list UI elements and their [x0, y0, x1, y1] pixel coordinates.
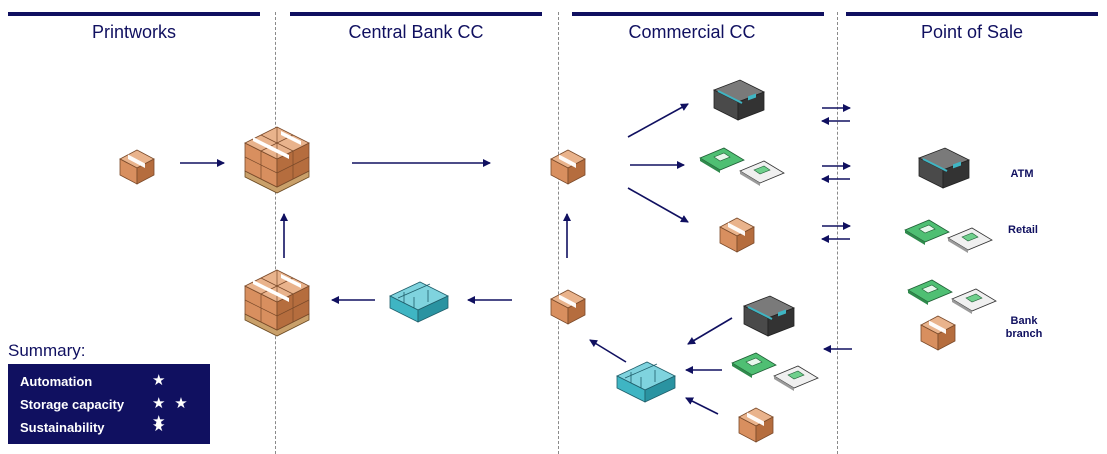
- cash-bag-icon: [773, 365, 819, 392]
- column-title-commercial: Commercial CC: [628, 22, 756, 42]
- crate-icon: [616, 361, 676, 403]
- summary-box: Automation ★ Storage capacity ★ ★ ★ Sust…: [8, 364, 210, 444]
- flow-arrow: [589, 339, 627, 363]
- cash-bag-icon: [731, 352, 777, 379]
- atm-icon: [918, 147, 970, 189]
- atm-icon: [713, 79, 765, 121]
- summary-title: Summary:: [8, 341, 86, 360]
- column-bar-commercial: [572, 12, 824, 16]
- divider-2: [558, 12, 559, 454]
- flow-arrow: [685, 397, 719, 415]
- star-rating: ★: [152, 371, 168, 389]
- cardboard-box-icon: [920, 315, 956, 351]
- cardboard-box-icon: [719, 217, 755, 253]
- cardboard-box-icon: [550, 289, 586, 325]
- pallet-icon: [244, 269, 310, 337]
- pos-label-bank-branch: Bank branch: [1005, 315, 1043, 340]
- flow-arrow: [627, 103, 689, 138]
- cash-bag-icon: [699, 147, 745, 174]
- column-title-point-of-sale: Point of Sale: [920, 22, 1024, 42]
- cash-bag-icon: [739, 160, 785, 187]
- cash-bag-icon: [951, 288, 997, 315]
- atm-icon: [743, 295, 795, 337]
- cash-bag-icon: [904, 219, 950, 246]
- column-bar-printworks: [8, 12, 260, 16]
- summary-row-label: Sustainability: [20, 420, 105, 435]
- star-rating: ★: [152, 417, 168, 435]
- flow-arrow: [687, 317, 733, 345]
- flow-arrow: [627, 187, 689, 223]
- column-title-central-bank: Central Bank CC: [348, 22, 484, 42]
- pos-label-retail: Retail: [1008, 224, 1038, 236]
- column-title-printworks: Printworks: [91, 22, 176, 42]
- crate-icon: [389, 281, 449, 323]
- star-rating: ★ ★ ★: [152, 394, 190, 430]
- divider-1: [275, 12, 276, 454]
- column-bar-central-bank: [290, 12, 542, 16]
- divider-3: [837, 12, 838, 454]
- cardboard-box-icon: [738, 407, 774, 443]
- cardboard-box-icon: [550, 149, 586, 185]
- column-bar-point-of-sale: [846, 12, 1098, 16]
- pallet-icon: [244, 126, 310, 194]
- cash-bag-icon: [907, 279, 953, 306]
- summary-row-label: Storage capacity: [20, 397, 125, 412]
- pos-label-atm: ATM: [1010, 168, 1034, 180]
- cash-bag-icon: [947, 227, 993, 254]
- summary-row-label: Automation: [20, 374, 93, 389]
- cardboard-box-icon: [119, 149, 155, 185]
